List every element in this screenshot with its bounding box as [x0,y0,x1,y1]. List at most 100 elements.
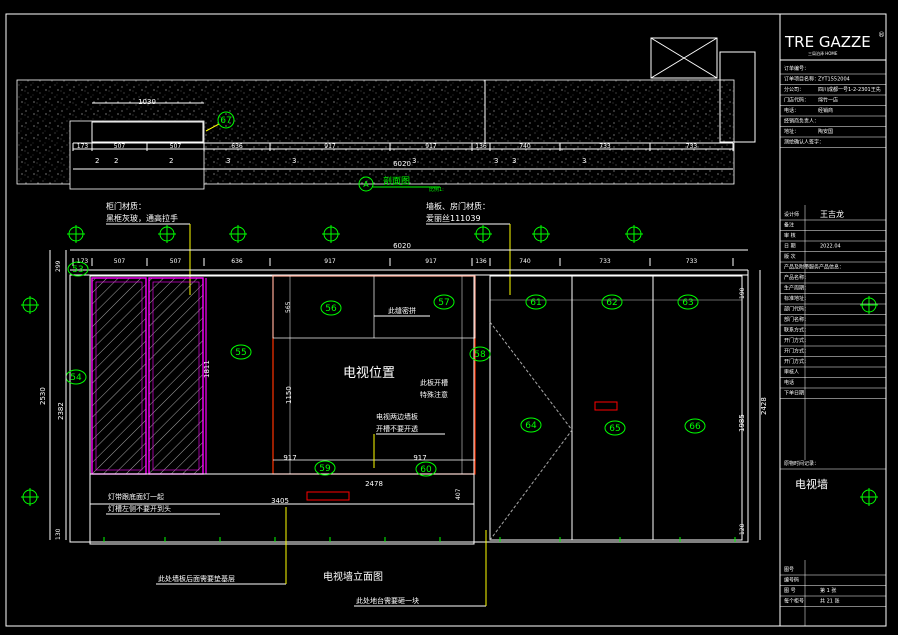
tb-bot-17: 审核人 [784,369,799,376]
title-block-frame [779,13,887,627]
tv-position-label: 电视位置 [343,366,395,381]
svg-text:130: 130 [55,528,62,540]
note-panel-1: 墙板、房门材质： [426,201,490,211]
svg-text:565: 565 [285,301,292,313]
tag-65: 65 [609,424,620,434]
svg-text:190: 190 [739,287,746,299]
tb-bot-20: 原物时间记录： [784,460,819,467]
svg-text:407: 407 [455,488,462,500]
svg-text:2478: 2478 [365,480,383,488]
note-tv-side-2: 开槽不要开透 [376,424,418,433]
tb-bot-15: 开门方式： [784,348,809,355]
plan-sub-0: 2 [95,157,99,165]
tag-58: 58 [474,350,486,360]
tb-bot-2: 备注 [784,222,794,229]
tag-59: 59 [319,464,331,474]
plan-dim-4: 917 [324,143,336,150]
elev-dim-9: 733 [686,258,698,265]
tb-top-9: 经销商负责人： [784,118,819,125]
svg-text:2530: 2530 [39,387,47,405]
plan-dim-9: 733 [686,143,698,150]
tb-top-7: 经销商 [818,107,833,114]
socket-box-left [306,491,350,501]
plan-dim-8: 733 [599,143,611,150]
tb-top-1: ZYT1552004 [818,77,850,83]
tag-circle-63 [677,294,699,310]
tb-top-6: 门店代码： [784,97,809,104]
elev-dim-6: 136 [475,258,487,265]
tb-bot-3: 审 核 [784,232,796,239]
tb-bot-14: 开门方式： [784,337,809,344]
note-panel-2: 爱丽丝111039 [426,213,481,223]
section-letter: A [363,180,369,189]
section-scale: 比例1: [429,186,444,193]
note-skirting: 此处地台需要砸一块 [356,596,419,605]
svg-text:299: 299 [55,260,62,272]
tv-wall-elevation [69,274,749,545]
tag-circle-58 [469,346,491,362]
tb-bot-26: 共 21 张 [820,598,840,605]
plan-sub-4: 3 [292,157,296,165]
plan-sub-8: 3 [582,157,586,165]
tag-64: 64 [525,421,537,431]
svg-text:917: 917 [283,454,296,462]
plan-sub-1: 2 [114,157,118,165]
tag-62: 62 [606,298,617,308]
tb-top-0: 订单编号： [784,65,809,72]
tag-61: 61 [530,298,541,308]
note-slot-2: 特殊注意 [420,390,448,399]
tag-circle-56 [320,300,342,316]
tb-bot-8: 产品名称： [784,274,809,281]
tag-circle-59 [314,460,336,476]
elev-dim-7: 740 [519,258,531,265]
plan-sub-6: 3 [494,157,498,165]
tb-bot-6: 版 次 [784,253,796,260]
tb-bot-11: 部门代码： [784,306,809,313]
tb-bot-19: 下单日期 [784,390,804,397]
plan-dim-1: 507 [114,143,126,150]
tb-top-3: 四川成都一号1-2-2301王先 [818,86,881,93]
tag-circle-57 [433,294,455,310]
tb-bot-9: 生产周期： [784,285,809,292]
tb-top-11: 地址： [784,128,799,135]
note-baseboard: 此处墙板后面需要垫基层 [158,574,235,583]
tag-circle-65 [604,420,626,436]
tag-circle-61 [525,294,547,310]
elevation-title: 电视墙立面图 [323,570,383,583]
note-light-2: 灯槽左侧不要开到头 [108,504,171,513]
elev-dim-8: 733 [599,258,611,265]
tag-54: 54 [70,373,82,383]
brand-logo: TRE GAZZE [784,33,871,51]
socket-box-right [594,401,618,411]
tb-bot-25: 每个柜号 [784,598,804,605]
elev-dim-2: 507 [170,258,182,265]
tag-66: 66 [689,422,701,432]
tb-top-12: 测绘确认人签字： [784,139,824,146]
tb-top-8: 电话： [784,107,799,114]
plan-dim-3: 636 [231,143,243,150]
note-sealed: 此缝密拼 [388,306,416,315]
tag-circle-60 [415,461,437,477]
plan-sub-7: 3 [512,157,516,165]
tb-top-4: 分公司： [784,86,804,93]
dim-1030: 1030 [138,98,156,106]
tb-bot-7: 产品及附带服务产品信息： [784,264,844,271]
tb-top-2: 订单项目名称： [784,76,819,83]
note-light-1: 灯带跟底面灯一起 [108,492,164,501]
svg-text:2428: 2428 [760,397,768,415]
tb-top-10: 陶安国 [818,128,833,135]
section-title: 剖面图 [383,175,410,187]
tag-circle-55 [230,344,252,360]
elevation-labels: 电视位置 此缝密拼 此板开槽 特殊注意 电视两边墙板 开槽不要开透 灯带跟底面灯… [106,306,487,607]
tb-bot-16: 开门方式： [784,358,809,365]
tb-bot-10: 标准地址： [784,295,809,302]
tb-bot-24: 第 1 张 [820,587,836,594]
tag-circle-62 [601,294,623,310]
elevation-markers [21,225,878,506]
tb-bot-18: 电话 [784,379,794,386]
